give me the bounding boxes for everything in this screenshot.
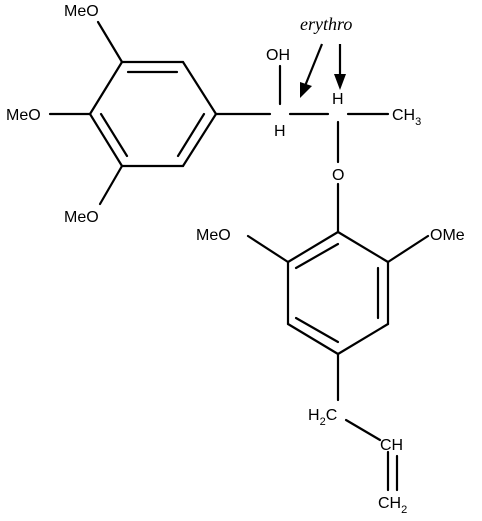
bond-ome-ring2-right [386,234,430,264]
label-ether-oxygen: O [332,167,344,184]
label-ch2-allyl: H2C [308,407,337,428]
label-h-beta: H [332,91,344,108]
bond-meo-ring2-left [246,234,290,264]
label-meo-ring2-left: MeO [196,227,231,244]
erythro-arrows [300,43,346,98]
label-meo-top: MeO [64,3,99,20]
erythro-annotation: erythro [300,14,352,34]
bond-ch2-ch [344,418,382,442]
label-meo-bottom: MeO [64,209,99,226]
label-meo-mid: MeO [6,107,41,124]
label-oh: OH [266,47,290,64]
bond-meo-bottom [98,164,124,206]
label-methyl: CH3 [392,107,421,128]
bond-meo-top [96,20,124,64]
ring-dimethoxy-allylphenyl [286,230,390,356]
label-h-alpha: H [274,123,286,140]
label-ome-ring2-right: OMe [430,227,465,244]
label-ch2-terminal: CH2 [378,495,407,516]
ring-trimethoxyphenyl [88,60,218,168]
label-ch-vinyl: CH [380,437,403,454]
